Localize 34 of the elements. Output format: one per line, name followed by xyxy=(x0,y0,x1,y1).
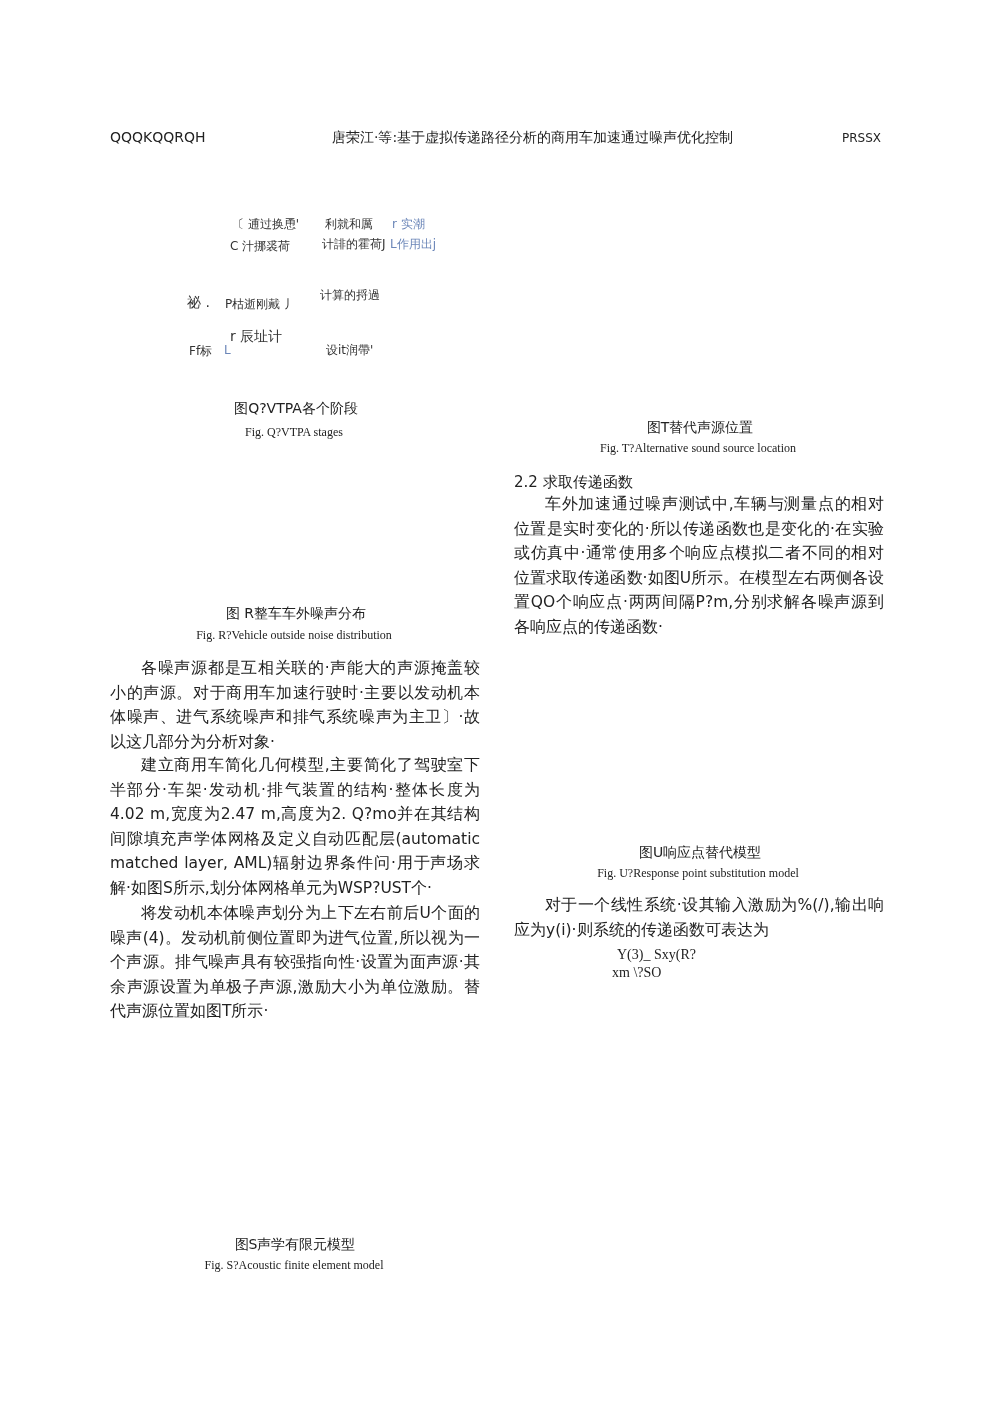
figure-text: L xyxy=(224,342,231,359)
paragraph: 将发动机本体噪声划分为上下左右前后U个面的噪声(4)。发动机前侧位置即为进气位置,所以视为一个声源。排气噪声具有较强指向性·设置为面声源·其余声源设置为单极子声源,激励大小为单位激励。替代声源位置如图T所示· xyxy=(110,903,480,1022)
figure-caption: 图 R整车车外噪声分布 xyxy=(225,604,367,623)
running-header: QQQKQQRQH xyxy=(110,128,206,147)
figure-text: 设it润帶' xyxy=(326,342,374,359)
figure-caption: Fig. R?Vehicle outside noise distribution xyxy=(196,627,392,644)
figure-caption: Fig. U?Response point substitution model xyxy=(597,865,799,882)
figure-caption: 图U响应点替代模型 xyxy=(638,843,762,862)
figure-text: 计算的捋過 xyxy=(320,287,380,304)
figure-text: P枯逝刚戴 丿 xyxy=(225,296,297,313)
figure-text: 利就和厲 xyxy=(325,216,373,233)
figure-text: L作用出j xyxy=(390,236,437,253)
figure-caption: 图Q?VTPA各个阶段 xyxy=(234,399,358,418)
formula: Y(3)_ Sxy(R? xyxy=(617,946,696,964)
figure-text: Ff标 xyxy=(189,343,213,360)
figure-text: 计誹的霍荷J xyxy=(322,236,386,253)
figure-caption: 图S声学有限元模型 xyxy=(234,1235,356,1254)
figure-caption: Fig. S?Acoustic finite element model xyxy=(204,1257,384,1274)
running-header: 唐荣江·等:基于虚拟传递路径分析的商用车加速通过噪声优化控制 xyxy=(332,128,734,147)
figure-text: 〔 逋过换恿' xyxy=(232,216,300,233)
figure-text: C 汁挪裘荷 xyxy=(230,238,291,255)
paragraph: 各噪声源都是互相关联的·声能大的声源掩盖较小的声源。对于商用车加速行驶时·主要以发动机本体噪声、进气系统噪声和排气系统噪声为主卫〕·故以这几部分为分析对象· xyxy=(110,658,480,753)
section-heading: 2.2 求取传递函数 xyxy=(514,472,633,493)
figure-text: r 实潮 xyxy=(392,216,425,233)
paragraph: 车外加速通过噪声测试中,车辆与测量点的相对位置是实时变化的·所以传递函数也是变化的·在实验或仿真中·通常使用多个响应点模拟二者不同的相对位置求取传递函数·如图U所示。在模型左右两侧各设置QO个响应点·两两间隔P?m,分别求解各噪声源到各响应点的传递函数· xyxy=(514,494,884,638)
figure-text: 祕 . xyxy=(187,293,210,312)
page-number: PRSSX xyxy=(842,130,882,147)
figure-text: r 辰址计 xyxy=(230,327,283,345)
figure-caption: Fig. Q?VTPA stages xyxy=(245,424,343,441)
figure-caption: Fig. T?Alternative sound source location xyxy=(599,440,797,457)
figure-caption: 图T替代声源位置 xyxy=(646,418,754,437)
formula: xm \?SO xyxy=(612,964,662,982)
paragraph: 对于一个线性系统·设其输入激励为%(/),输出响应为y(i)·则系统的传递函数可表达为 xyxy=(514,895,884,941)
paragraph: 建立商用车简化几何模型,主要简化了驾驶室下半部分·车架·发动机·排气装置的结构·整体长度为4.02 m,宽度为2.47 m,高度为2. Q?mo并在其结构间隙填充声学体网格及定义自动匹配层(automatic matched layer, AML)辐射边界条件问·用于声场求解·如图S所示,划分体网格单元为WSP?UST个· xyxy=(110,755,480,899)
